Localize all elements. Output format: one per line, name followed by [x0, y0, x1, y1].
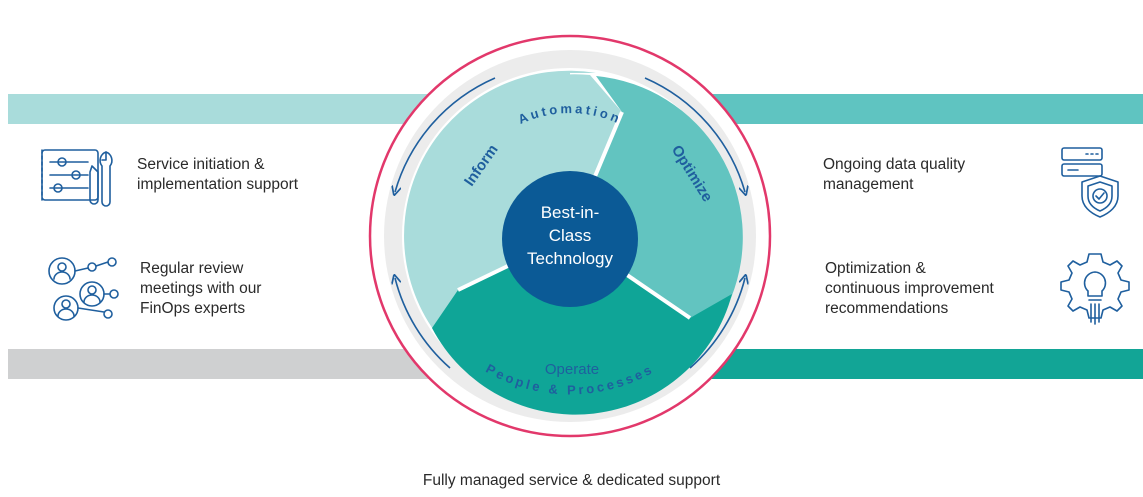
center-line-2: Class — [549, 226, 592, 245]
center-line-3: Technology — [527, 249, 614, 268]
center-line-1: Best-in- — [541, 203, 600, 222]
arrow-bottom-left — [395, 278, 451, 369]
tools-settings-icon — [41, 149, 113, 207]
center-circle — [502, 171, 638, 307]
feature-optimization: Optimization & continuous improvement re… — [825, 259, 1045, 319]
feature-line: Optimization & — [825, 260, 926, 277]
feature-line: management — [823, 176, 914, 193]
bottom-left-band — [8, 349, 448, 379]
feature-service-initiation: Service initiation & implementation supp… — [137, 155, 397, 195]
server-shield-icon — [1061, 147, 1119, 218]
arrow-top-left — [395, 77, 496, 192]
feature-line: continuous improvement — [825, 280, 994, 297]
feature-line: FinOps experts — [140, 300, 246, 317]
feature-line: recommendations — [825, 300, 949, 317]
segment-operate — [432, 236, 732, 415]
feature-data-quality: Ongoing data quality management — [823, 155, 1023, 195]
caption: Fully managed service & dedicated suppor… — [422, 472, 721, 489]
feature-line: Regular review — [140, 260, 244, 277]
people-network-icon — [48, 257, 119, 321]
cycle-diagram: Automation Inform Optimize Operate Peopl… — [368, 34, 772, 438]
bottom-right-band — [700, 349, 1143, 379]
arrow-top-right — [644, 77, 745, 192]
feature-review-meetings: Regular review meetings with our FinOps … — [140, 259, 340, 319]
feature-line: implementation support — [137, 176, 299, 193]
feature-line: meetings with our — [140, 280, 262, 297]
top-right-band — [700, 94, 1143, 124]
feature-line: Ongoing data quality — [823, 156, 966, 173]
gear-lightbulb-icon — [1060, 253, 1130, 325]
label-operate: Operate — [545, 361, 599, 378]
top-left-band — [8, 94, 448, 124]
feature-line: Service initiation & — [137, 156, 265, 173]
arrow-bottom-right — [689, 278, 745, 369]
